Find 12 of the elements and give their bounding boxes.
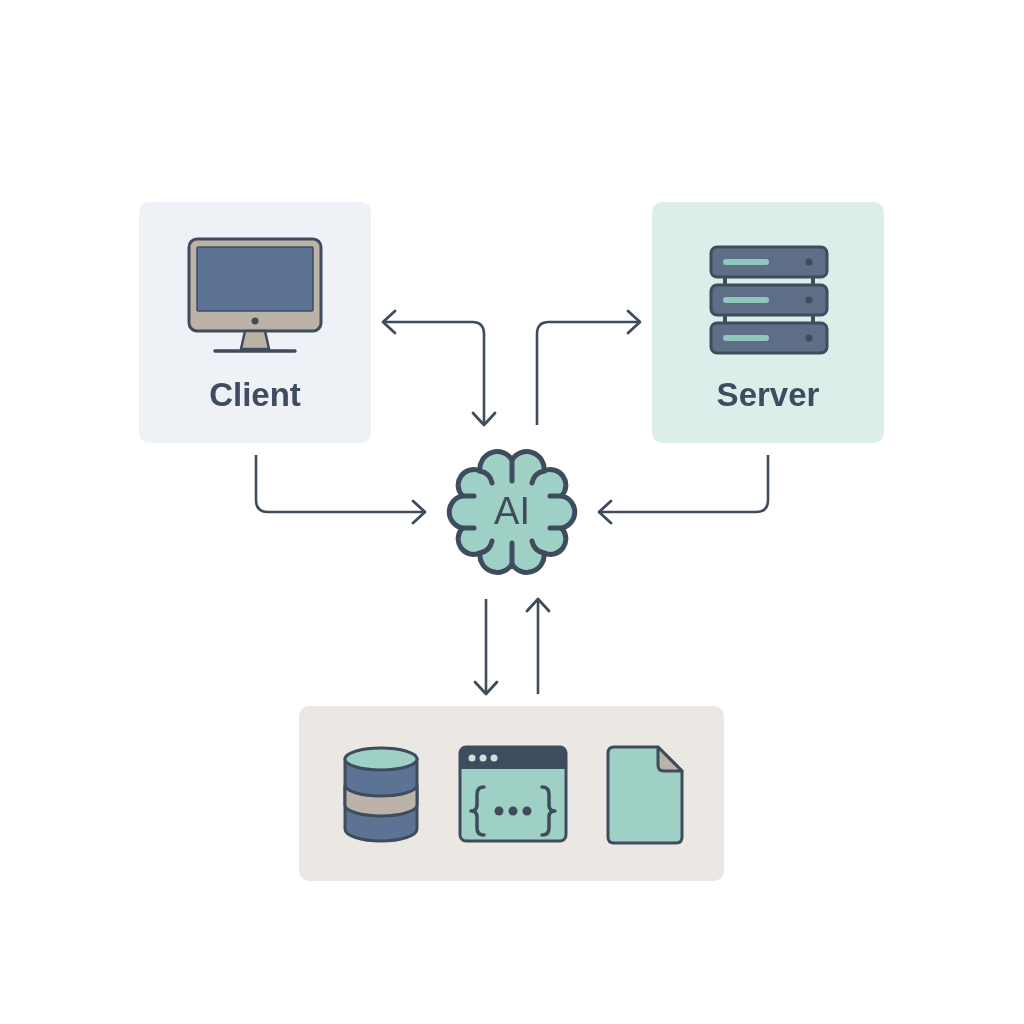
arrow (381, 309, 497, 427)
arrow (525, 597, 551, 694)
arrow (473, 599, 499, 696)
node-label: Server (716, 376, 820, 414)
arrow (535, 309, 642, 425)
server-card (652, 202, 884, 443)
node-label: AI (494, 491, 530, 533)
arrow (597, 455, 770, 525)
node-label: Client (209, 376, 301, 414)
storage-panel (299, 706, 724, 881)
device-card (139, 202, 371, 443)
arrow (254, 455, 427, 525)
